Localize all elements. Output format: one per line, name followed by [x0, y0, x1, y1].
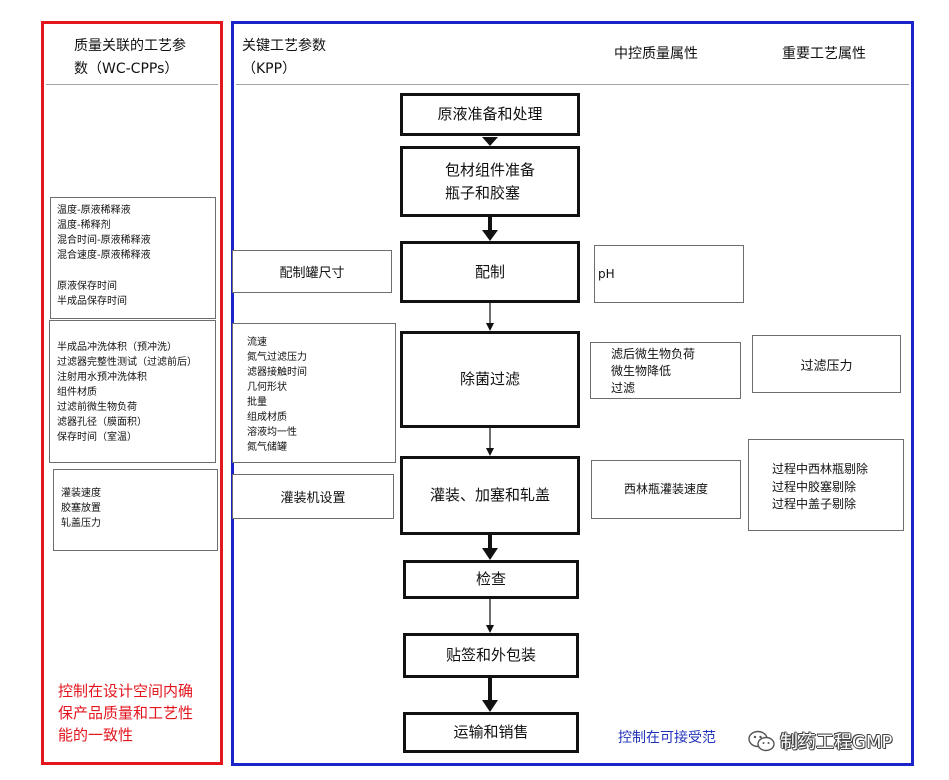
note-line: 控制在设计空间内确 — [58, 682, 194, 700]
step-label: 贴签和外包装 — [445, 646, 536, 664]
ipc-header: 中控质量属性 — [614, 46, 698, 62]
list-item: 氮气储罐 — [247, 442, 287, 453]
watermark-text: 制药工程GMP — [780, 732, 893, 753]
process-step-1: 原液准备和处理 — [400, 93, 580, 136]
kpp-note: 控制在可接受范 — [618, 730, 716, 746]
list-item: 氮气过滤压力 — [247, 352, 307, 363]
list-item: 批量 — [247, 397, 267, 408]
ipc-filling-box: 西林瓶灌装速度 — [591, 460, 741, 519]
step-label: 原液准备和处理 — [437, 105, 543, 123]
list-item: 滤器孔径（膜面积） — [57, 417, 147, 428]
step-label: 运输和销售 — [453, 723, 529, 741]
list-item: 保存时间（室温） — [57, 432, 137, 443]
kpp-filling-box: 灌装机设置 — [232, 474, 394, 519]
step-label: 灌装、加塞和轧盖 — [429, 486, 550, 504]
wc-cpps-header: 质量关联的工艺参 数（WC-CPPs） — [74, 35, 186, 81]
list-item: 混合时间-原液稀释液 — [57, 235, 151, 246]
list-item: 过程中胶塞剔除 — [772, 479, 857, 494]
step-label: 配制 — [474, 262, 505, 281]
process-step-6: 检查 — [403, 560, 579, 599]
list-item: 滤器接触时间 — [247, 367, 307, 378]
wc-cpps-frame — [41, 21, 223, 765]
cpa-filtration-label: 过滤压力 — [800, 358, 853, 374]
process-step-5: 灌装、加塞和轧盖 — [400, 456, 580, 535]
ipc-formulation-label: pH — [598, 266, 615, 281]
list-item: 灌装速度 — [61, 488, 101, 499]
list-item: 胶塞放置 — [61, 503, 101, 514]
list-item: 滤后微生物负荷 — [611, 347, 696, 361]
wc-cpps-header-line: 质量关联的工艺参 — [74, 38, 186, 54]
wc-cpps-header-rule — [46, 84, 218, 85]
cpa-filtration-box: 过滤压力 — [752, 335, 901, 393]
list-item: 半成品冲洗体积（预冲洗） — [57, 342, 177, 353]
kpp-formulation-label: 配制罐尺寸 — [279, 266, 345, 281]
wc-cpps-note: 控制在设计空间内确 保产品质量和工艺性 能的一致性 — [58, 680, 193, 746]
ipc-filling-label: 西林瓶灌装速度 — [623, 482, 708, 496]
ipc-filtration-box: 滤后微生物负荷 微生物降低 过滤 — [590, 342, 741, 399]
cpa-header: 重要工艺属性 — [782, 46, 866, 62]
wc-cpps-filling-box: 灌装速度 胶塞放置 轧盖压力 — [53, 469, 218, 551]
list-item: 流速 — [247, 337, 267, 348]
kpp-filling-label: 灌装机设置 — [280, 491, 346, 506]
note-line: 保产品质量和工艺性 — [58, 704, 194, 722]
watermark: 制药工程GMP — [748, 726, 892, 756]
list-item: 几何形状 — [247, 382, 287, 393]
cpa-filling-box: 过程中西林瓶剔除 过程中胶塞剔除 过程中盖子剔除 — [748, 439, 904, 531]
list-item: 微生物降低 — [611, 364, 672, 378]
kpp-header-rule — [236, 84, 909, 85]
list-item: 原液保存时间 — [57, 281, 117, 292]
list-spacer — [57, 263, 215, 279]
list-item: 半成品保存时间 — [57, 296, 127, 307]
wechat-icon — [748, 730, 775, 752]
list-item: 组成材质 — [247, 412, 287, 423]
wc-cpps-header-line: 数（WC-CPPs） — [74, 61, 179, 77]
list-item: 过程中西林瓶剔除 — [772, 462, 869, 476]
process-step-4: 除菌过滤 — [400, 331, 580, 428]
kpp-filtration-box: 流速 氮气过滤压力 滤器接触时间 几何形状 批量 组成材质 溶液均一性 氮气储罐 — [232, 323, 396, 463]
list-item: 过程中盖子剔除 — [772, 497, 857, 511]
process-step-8: 运输和销售 — [403, 712, 579, 753]
list-item: 溶液均一性 — [247, 427, 297, 438]
kpp-header-line: 关键工艺参数 — [242, 38, 326, 54]
list-item: 注射用水预冲洗体积 — [57, 372, 147, 383]
wc-cpps-formulation-box: 温度-原液稀释液 温度-稀释剂 混合时间-原液稀释液 混合速度-原液稀释液 原液… — [50, 197, 216, 319]
list-item: 轧盖压力 — [61, 518, 101, 529]
wc-cpps-filtration-box: 半成品冲洗体积（预冲洗） 过滤器完整性测试（过滤前后） 注射用水预冲洗体积 组件… — [49, 320, 216, 463]
list-item: 混合速度-原液稀释液 — [57, 250, 151, 261]
ipc-formulation-box: pH — [594, 245, 744, 303]
step-label: 除菌过滤 — [459, 370, 520, 388]
step-label: 包材组件准备 — [444, 160, 535, 179]
list-item: 过滤 — [611, 381, 636, 395]
list-item: 组件材质 — [57, 387, 97, 398]
step-label: 检查 — [475, 570, 506, 588]
process-step-2: 包材组件准备 瓶子和胶塞 — [400, 146, 580, 217]
list-item: 温度-稀释剂 — [57, 220, 111, 231]
kpp-header: 关键工艺参数 （KPP） — [242, 35, 326, 81]
list-item: 温度-原液稀释液 — [57, 205, 131, 216]
list-item: 过滤器完整性测试（过滤前后） — [57, 357, 197, 368]
kpp-formulation-box: 配制罐尺寸 — [232, 250, 392, 293]
process-step-7: 贴签和外包装 — [403, 633, 579, 678]
step-label: 瓶子和胶塞 — [444, 183, 520, 202]
list-item: 过滤前微生物负荷 — [57, 402, 137, 413]
kpp-header-line: （KPP） — [242, 61, 297, 77]
note-line: 能的一致性 — [58, 726, 134, 744]
process-step-3: 配制 — [400, 241, 580, 303]
